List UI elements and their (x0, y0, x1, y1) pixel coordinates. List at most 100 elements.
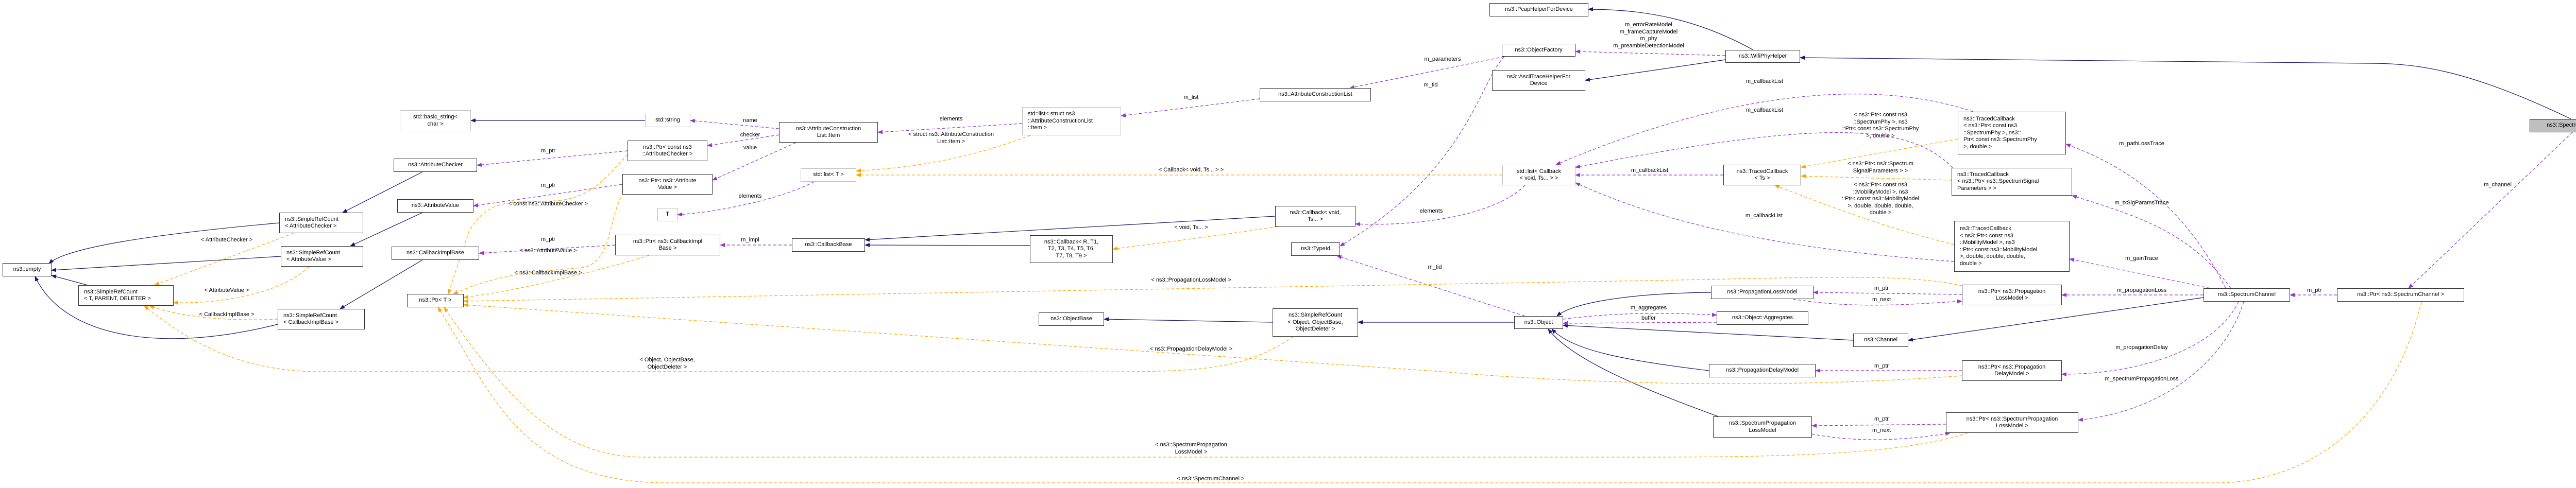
edge-label: < ns3::AttributeValue > (519, 248, 577, 254)
class-node-pcaphelperfordevice[interactable]: ns3::PcapHelperForDevice (1489, 3, 1588, 16)
class-node-propagationdelaymodel[interactable]: ns3::PropagationDelayModel (1709, 364, 1816, 377)
class-node-object-aggregates[interactable]: ns3::Object::Aggregates (1717, 311, 1808, 325)
edge-label: m_spectrumPropagationLoss (2105, 376, 2179, 382)
class-node-std-list-t[interactable]: std::list< T > (801, 168, 856, 182)
class-node-basic-string[interactable]: std::basic_string< char > (400, 110, 471, 131)
class-node-tracedcallback-signalparameters[interactable]: ns3::TracedCallback < ns3::Ptr< ns3::Spe… (1952, 168, 2072, 196)
edge-label: m_impl (741, 237, 759, 243)
edge-label: < Object, ObjectBase, ObjectDeleter > (639, 357, 695, 370)
class-node-callbackbase[interactable]: ns3::CallbackBase (792, 238, 865, 252)
edge-label: < ns3::Ptr< const ns3 ::SpectrumPhy >, n… (1842, 112, 1919, 139)
class-node-objectfactory[interactable]: ns3::ObjectFactory (1502, 44, 1575, 57)
edge-label: m_ptr (540, 148, 556, 154)
class-node-asciitracehelperfordevice[interactable]: ns3::AsciiTraceHelperFor Device (1492, 70, 1585, 91)
class-node-ptr-callbackimplbase[interactable]: ns3::Ptr< ns3::CallbackImpl Base > (615, 235, 720, 255)
edge-label: m_ptr (1874, 416, 1889, 422)
member-edges (473, 49, 2573, 440)
edge-label: m_ptr (540, 182, 556, 188)
edge-label: < CallbackImplBase > (199, 311, 255, 318)
class-node-simplerefcount-template[interactable]: ns3::SimpleRefCount < T, PARENT, DELETER… (78, 285, 174, 306)
class-node-empty[interactable]: ns3::empty (3, 263, 52, 276)
edge-label: < ns3::Ptr< const ns3 ::MobilityModel >,… (1841, 182, 1920, 216)
edge-label: < void, Ts... > (1174, 224, 1208, 231)
edge-label: m_aggregates (1630, 305, 1667, 311)
class-node-ptr-const-attributechecker[interactable]: ns3::Ptr< const ns3 ::AttributeChecker > (628, 141, 707, 161)
edge-label: < Callback< void, Ts... > > (1158, 167, 1224, 173)
class-node-callbackimplbase[interactable]: ns3::CallbackImplBase (392, 247, 479, 260)
edge-label: m_ptr (1874, 285, 1889, 291)
edge-label: < ns3::SpectrumPropagation LossModel > (1155, 442, 1227, 455)
class-node-ptr-spectrumpropagationlossmodel[interactable]: ns3::Ptr< ns3::SpectrumPropagation LossM… (1946, 412, 2078, 433)
edge-label: < ns3::CallbackImplBase > (514, 270, 582, 276)
template-edges (144, 135, 2422, 483)
class-node-simplerefcount-attributechecker[interactable]: ns3::SimpleRefCount < AttributeChecker > (279, 213, 363, 233)
class-node-objectbase[interactable]: ns3::ObjectBase (1039, 312, 1104, 326)
class-node-attributeconstructionlist-item[interactable]: ns3::AttributeConstruction List::Item (779, 122, 878, 143)
class-node-callback-r-t1-t9[interactable]: ns3::Callback< R, T1, T2, T3, T4, T5, T6… (1030, 235, 1113, 263)
class-node-ptr-propagationlossmodel[interactable]: ns3::Ptr< ns3::Propagation LossModel > (1962, 285, 2062, 305)
class-node-ptr-attributevalue[interactable]: ns3::Ptr< ns3::Attribute Value > (622, 174, 713, 195)
edge-label: m_ptr (540, 236, 556, 242)
edge-label: m_next (1872, 297, 1891, 303)
edge-label: m_callbackList (1631, 167, 1669, 173)
class-node-wifiphyhelper[interactable]: ns3::WifiPhyHelper (1725, 50, 1800, 63)
class-node-object[interactable]: ns3::Object (1514, 316, 1563, 329)
class-node-t[interactable]: T (657, 208, 677, 221)
edge-label: m_tid (1423, 82, 1438, 88)
class-node-attributeconstructionlist[interactable]: ns3::AttributeConstructionList (1260, 88, 1371, 101)
edge-label: m_ptr (2307, 287, 2322, 293)
class-node-tracedcallback-ts[interactable]: ns3::TracedCallback < Ts > (1723, 165, 1801, 185)
edge-label: m_gainTrace (2125, 255, 2158, 262)
edge-label: elements (1419, 208, 1443, 214)
edge-label: m_channel (2484, 182, 2512, 188)
edge-label: < ns3::PropagationDelayModel > (1149, 346, 1233, 352)
edge-label: name (743, 117, 757, 124)
edge-label: value (743, 145, 757, 151)
edge-label: m_tid (1428, 264, 1442, 270)
class-node-string[interactable]: std::string (645, 114, 690, 127)
edge-label: m_ptr (1874, 363, 1889, 369)
class-node-channel[interactable]: ns3::Channel (1853, 334, 1908, 347)
edge-label: m_pathLossTrace (2119, 141, 2164, 147)
edge-label: < ns3::SpectrumChannel > (1177, 476, 1245, 482)
class-node-spectrumwifiphyhelper-focus[interactable]: ns3::SpectrumWifiPhyHelper (2530, 119, 2576, 132)
edge-label: m_callbackList (1745, 213, 1783, 219)
edge-label: < AttributeChecker > (200, 237, 253, 243)
class-node-tracedcallback-spectrumphy[interactable]: ns3::TracedCallback < ns3::Ptr< const ns… (1958, 112, 2066, 154)
edge-label: elements (738, 193, 762, 199)
class-node-simplerefcount-attributevalue[interactable]: ns3::SimpleRefCount < AttributeValue > (281, 246, 363, 267)
class-node-tracedcallback-mobilitymodel[interactable]: ns3::TracedCallback < ns3::Ptr< const ns… (1954, 221, 2070, 272)
edge-label: m_next (1872, 427, 1891, 433)
edge-label: < struct ns3::AttributeConstruction List… (908, 131, 994, 145)
edge-label: m_parameters (1424, 56, 1461, 62)
class-node-spectrumchannel[interactable]: ns3::SpectrumChannel (2204, 288, 2290, 302)
class-node-propagationlossmodel[interactable]: ns3::PropagationLossModel (1711, 286, 1814, 299)
edge-label: m_errorRateModel m_frameCaptureModel m_p… (1613, 22, 1684, 49)
edge-label: < ns3::PropagationLossModel > (1151, 277, 1231, 283)
class-node-std-list-item[interactable]: std::list< struct ns3 ::AttributeConstru… (1022, 107, 1121, 135)
class-node-attributevalue[interactable]: ns3::AttributeValue (397, 199, 473, 213)
edge-label: < AttributeValue > (204, 287, 249, 293)
inheritance-edges (35, 7, 2571, 417)
edge-label: elements (939, 116, 963, 122)
class-node-simplerefcount-object[interactable]: ns3::SimpleRefCount < Object, ObjectBase… (1273, 308, 1358, 337)
class-node-attributechecker[interactable]: ns3::AttributeChecker (394, 159, 477, 172)
class-node-ptr-spectrumchannel[interactable]: ns3::Ptr< ns3::SpectrumChannel > (2337, 288, 2464, 302)
edge-label: < const ns3::AttributeChecker > (508, 201, 588, 207)
edge-label: m_callbackList (1745, 107, 1784, 113)
edge-label: buffer (1641, 315, 1656, 321)
class-node-spectrumpropagationlossmodel[interactable]: ns3::SpectrumPropagation LossModel (1713, 416, 1812, 438)
class-node-ptr-propagationdelaymodel[interactable]: ns3::Ptr< ns3::Propagation DelayModel > (1962, 360, 2062, 381)
class-node-typeid[interactable]: ns3::TypeId (1291, 242, 1340, 256)
edge-label: m_propagationDelay (2115, 344, 2168, 351)
edge-label: m_callbackList (1745, 78, 1784, 84)
class-node-std-list-callback[interactable]: std::list< Callback < void, Ts... > > (1502, 165, 1575, 185)
edge-label: m_list (1183, 94, 1199, 100)
class-node-callback-void-ts[interactable]: ns3::Callback< void, Ts... > (1275, 206, 1355, 226)
class-node-simplerefcount-callbackimplbase[interactable]: ns3::SimpleRefCount < CallbackImplBase > (278, 309, 365, 329)
class-node-ptr-t[interactable]: ns3::Ptr< T > (407, 294, 464, 307)
edge-label: < ns3::Ptr< ns3::Spectrum SignalParamete… (1848, 161, 1913, 174)
edge-label: m_txSigParamsTrace (2114, 200, 2169, 206)
